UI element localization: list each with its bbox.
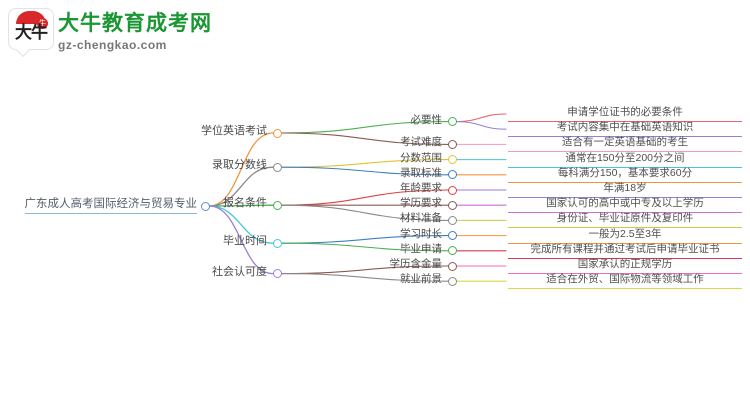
- mindmap-branch-dot-2[interactable]: [272, 162, 282, 172]
- logo-badge: 牛: [37, 18, 48, 29]
- mindmap-branch-dot-5[interactable]: [272, 269, 282, 279]
- mindmap-subbranch-2-1[interactable]: 分数范围: [400, 151, 442, 164]
- mindmap-subbranch-dot-3-1[interactable]: [447, 185, 457, 195]
- mindmap-branch-4[interactable]: 毕业时间: [223, 235, 267, 248]
- mindmap-subbranch-dot-1-2[interactable]: [447, 139, 457, 149]
- mindmap-branch-2[interactable]: 录取分数线: [212, 159, 267, 172]
- mindmap-subbranch-3-3[interactable]: 材料准备: [400, 212, 442, 225]
- mindmap-subbranch-dot-5-1[interactable]: [447, 261, 457, 271]
- mindmap-subbranch-dot-4-1[interactable]: [447, 231, 457, 241]
- logo-icon: 牛 大牛: [8, 8, 56, 56]
- logo-speech-bubble: 牛 大牛: [8, 8, 54, 50]
- brand-url: gz-chengkao.com: [58, 38, 167, 52]
- mindmap-leaf-3-1-1[interactable]: 年满18岁: [508, 182, 742, 198]
- mindmap-subbranch-5-1[interactable]: 学历含金量: [389, 258, 443, 270]
- mindmap-branch-3[interactable]: 报名条件: [223, 197, 267, 210]
- mindmap-root-node[interactable]: 广东成人高考国际经济与贸易专业: [24, 198, 197, 214]
- mindmap-leaf-1-2-1[interactable]: 适合有一定英语基础的考生: [508, 136, 742, 153]
- logo-word: 大牛: [15, 23, 48, 42]
- mindmap-subbranch-dot-5-2[interactable]: [447, 276, 457, 286]
- mindmap-subbranch-3-2[interactable]: 学历要求: [400, 197, 442, 210]
- mindmap-subbranch-1-2[interactable]: 考试难度: [400, 136, 442, 149]
- mindmap-subbranch-1-1[interactable]: 必要性: [410, 113, 443, 126]
- mindmap-subbranch-dot-4-2[interactable]: [447, 246, 457, 256]
- mindmap: 广东成人高考国际经济与贸易专业 学位英语考试 必要性 申请学位证书的必要条件考试内容集…: [0, 70, 750, 410]
- mindmap-leaf-1-1-2[interactable]: 考试内容集中在基础英语知识: [508, 121, 742, 138]
- mindmap-leaf-5-1-1[interactable]: 国家承认的正规学历: [508, 258, 742, 274]
- mindmap-branch-dot-4[interactable]: [272, 238, 282, 248]
- mindmap-root-dot[interactable]: [200, 201, 210, 211]
- mindmap-leaf-4-2-1[interactable]: 完成所有课程并通过考试后申请毕业证书: [508, 243, 742, 259]
- mindmap-subbranch-dot-2-2[interactable]: [447, 170, 457, 180]
- mindmap-subbranch-dot-2-1[interactable]: [447, 155, 457, 165]
- mindmap-leaf-2-2-1[interactable]: 每科满分150，基本要求60分: [508, 167, 742, 183]
- mindmap-branch-dot-3[interactable]: [272, 200, 282, 210]
- site-header: 牛 大牛 大牛教育成考网 gz-chengkao.com: [0, 0, 750, 70]
- mindmap-edges: [208, 113, 507, 282]
- mindmap-subbranch-4-1[interactable]: 学习时长: [400, 227, 442, 240]
- mindmap-leaf-4-1-1[interactable]: 一般为2.5至3年: [508, 228, 742, 244]
- mindmap-leaf-2-1-1[interactable]: 通常在150分至200分之间: [508, 152, 742, 168]
- mindmap-subbranch-2-2[interactable]: 录取标准: [400, 166, 442, 179]
- mindmap-leaf-3-2-1[interactable]: 国家认可的高中或中专及以上学历: [508, 197, 742, 214]
- mindmap-leaf-3-3-1[interactable]: 身份证、毕业证原件及复印件: [508, 212, 742, 229]
- mindmap-subbranch-4-2[interactable]: 毕业申请: [400, 242, 442, 255]
- mindmap-subbranch-5-2[interactable]: 就业前景: [400, 273, 442, 286]
- mindmap-branch-5[interactable]: 社会认可度: [212, 265, 267, 278]
- mindmap-leaf-1-1-1[interactable]: 申请学位证书的必要条件: [508, 106, 742, 122]
- mindmap-branch-1[interactable]: 学位英语考试: [201, 125, 267, 137]
- mindmap-subbranch-3-1[interactable]: 年龄要求: [400, 182, 442, 194]
- mindmap-subbranch-dot-1-1[interactable]: [447, 117, 457, 127]
- mindmap-subbranch-dot-3-3[interactable]: [447, 215, 457, 225]
- mindmap-leaf-5-2-1[interactable]: 适合在外贸、国际物流等领域工作: [508, 273, 742, 290]
- mindmap-branch-dot-1[interactable]: [272, 128, 282, 138]
- brand-name: 大牛教育成考网: [58, 12, 212, 35]
- brand-block: 大牛教育成考网 gz-chengkao.com: [58, 12, 212, 53]
- mindmap-subbranch-dot-3-2[interactable]: [447, 200, 457, 210]
